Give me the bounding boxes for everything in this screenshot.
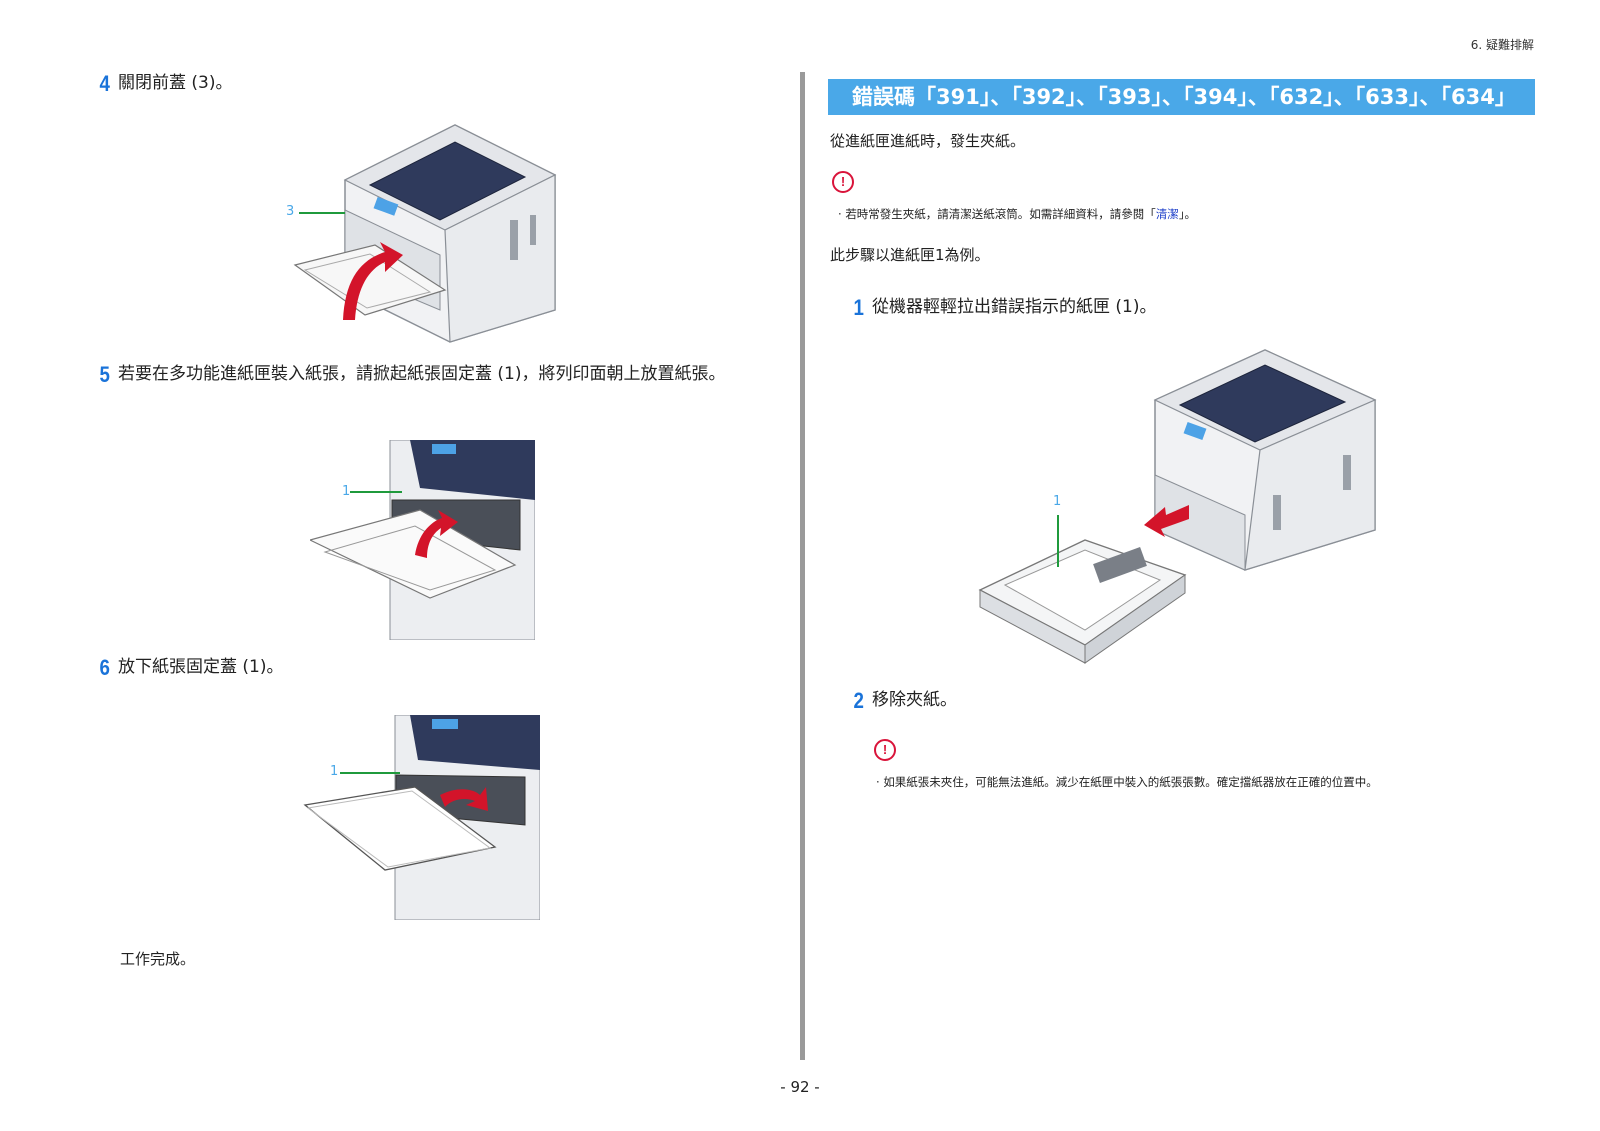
- bullet-2: ·: [876, 775, 880, 789]
- column-divider: [800, 72, 805, 1060]
- note-1-text-end: 」。: [1178, 207, 1197, 221]
- note-2: · 如果紙張未夾住，可能無法進紙。減少在紙匣中裝入的紙張張數。確定擋紙器放在正確…: [876, 774, 1378, 790]
- note-2-text: 如果紙張未夾住，可能無法進紙。減少在紙匣中裝入的紙張張數。確定擋紙器放在正確的位…: [883, 775, 1378, 789]
- callout-label-1a: 1: [342, 484, 351, 499]
- error-code-heading: 錯誤碼「391」、「392」、「393」、「394」、「632」、「633」、「…: [828, 79, 1535, 115]
- chapter-label: 6. 疑難排解: [1470, 38, 1534, 52]
- cleaning-link[interactable]: 清潔: [1155, 207, 1179, 221]
- step-5-text: 若要在多功能進紙匣裝入紙張，請掀起紙張固定蓋 (1)，將列印面朝上放置紙張。: [118, 364, 726, 384]
- step-5: 5 若要在多功能進紙匣裝入紙張，請掀起紙張固定蓋 (1)，將列印面朝上放置紙張。: [98, 363, 748, 387]
- step-5-number: 5: [99, 362, 110, 387]
- page-number: - 92 -: [780, 1078, 820, 1096]
- warning-icon-2: !: [874, 739, 896, 761]
- callout-label-1c: 1: [1053, 494, 1062, 509]
- step-6: 6 放下紙張固定蓋 (1)。: [98, 656, 748, 680]
- note-1-text: 若時常發生夾紙，請清潔送紙滾筒。如需詳細資料，請參閱「: [845, 207, 1156, 221]
- step-6-number: 6: [99, 655, 110, 680]
- paper-cover-close-illustration: [300, 715, 540, 920]
- step-1-text: 從機器輕輕拉出錯誤指示的紙匣 (1)。: [872, 297, 1157, 317]
- step-2-text: 移除夾紙。: [872, 690, 957, 710]
- warning-icon: !: [832, 171, 854, 193]
- intro-text: 從進紙匣進紙時，發生夾紙。: [830, 132, 1026, 150]
- callout-label-1b: 1: [330, 764, 339, 779]
- task-complete-text: 工作完成。: [120, 950, 196, 968]
- step-4: 4 關閉前蓋 (3)。: [98, 72, 758, 96]
- step-4-text: 關閉前蓋 (3)。: [118, 73, 233, 93]
- step-2: 2 移除夾紙。: [852, 689, 1502, 713]
- pull-out-tray-illustration: [975, 345, 1385, 670]
- note-1: · 若時常發生夾紙，請清潔送紙滾筒。如需詳細資料，請參閱「清潔」。: [838, 206, 1196, 222]
- step-2-number: 2: [853, 688, 864, 713]
- step-6-text: 放下紙張固定蓋 (1)。: [118, 657, 284, 677]
- printer-close-cover-illustration: [285, 120, 570, 345]
- step-1: 1 從機器輕輕拉出錯誤指示的紙匣 (1)。: [852, 296, 1502, 320]
- step-1-number: 1: [853, 295, 864, 320]
- callout-label-3: 3: [286, 204, 295, 219]
- example-text: 此步驟以進紙匣1為例。: [830, 246, 990, 264]
- bullet: ·: [838, 207, 842, 221]
- step-4-number: 4: [99, 71, 110, 96]
- paper-cover-open-illustration: [310, 440, 535, 640]
